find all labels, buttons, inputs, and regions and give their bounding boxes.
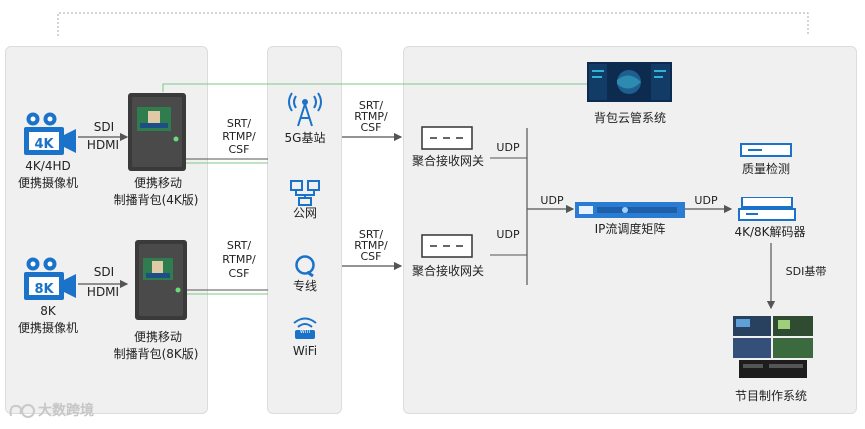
udp-label-gateway-top: UDP [496, 141, 520, 154]
backpack-8k-label-2: 制播背包(8K版) [113, 347, 199, 361]
network-public-label: 公网 [292, 206, 317, 220]
protocol-label-bottom-2: RTMP/ [222, 253, 256, 266]
protocol-label-bottom-3: CSF [228, 267, 250, 280]
backpack-8k-label-1: 便携移动 [133, 330, 182, 344]
wifi-icon [293, 317, 317, 339]
camera-8k-label-1: 8K [40, 304, 56, 318]
sdi-baseband-label: SDI基带 [785, 265, 827, 278]
backpack-4k-label-2: 制播背包(4K版) [113, 193, 199, 207]
camera-8k-iface-hdmi: HDMI [86, 285, 120, 299]
protocol-label-bottom-1: SRT/ [226, 239, 252, 252]
protocol-label-right-top-3: CSF [360, 121, 382, 134]
protocol-label-right-top-1: SRT/ [358, 99, 384, 112]
camera-8k-badge: 8K [34, 282, 54, 297]
camera-4k-iface-sdi: SDI [93, 120, 115, 134]
udp-label-matrix-out: UDP [694, 194, 718, 207]
gateway-top-device [421, 126, 473, 150]
udp-label-gateway-bottom: UDP [496, 228, 520, 241]
camera-8k-icon [24, 257, 76, 300]
cell-tower-icon [288, 92, 322, 127]
production-system-monitors [733, 316, 813, 378]
quality-check-label: 质量检测 [741, 162, 790, 176]
protocol-label-right-top-2: RTMP/ [354, 110, 388, 123]
ip-matrix-label: IP流调度矩阵 [594, 222, 666, 236]
wifi-badge-text: wifi [299, 328, 311, 335]
watermark-logo-icon [9, 404, 35, 418]
camera-4k-label-2: 便携摄像机 [17, 176, 78, 190]
private-line-icon [295, 255, 315, 278]
protocol-label-top-2: RTMP/ [222, 130, 256, 143]
protocol-label-right-bottom-3: CSF [360, 250, 382, 263]
network-5g-label: 5G基站 [284, 131, 326, 145]
camera-8k-iface-sdi: SDI [93, 265, 115, 279]
network-private-label: 专线 [292, 279, 317, 293]
ip-matrix-device [575, 202, 685, 218]
watermark-text: 大数跨境 [38, 403, 94, 419]
protocol-label-top-3: CSF [228, 143, 250, 156]
protocol-label-right-bottom-2: RTMP/ [354, 239, 388, 252]
backpack-4k-device [128, 93, 186, 171]
decoder-label: 4K/8K解码器 [734, 225, 806, 239]
camera-4k-iface-hdmi: HDMI [86, 138, 120, 152]
protocol-label-right-bottom-1: SRT/ [358, 228, 384, 241]
camera-8k-label-2: 便携摄像机 [17, 321, 78, 335]
udp-label-matrix-in: UDP [540, 194, 564, 207]
backpack-8k-device [135, 240, 187, 320]
camera-4k-icon [24, 112, 76, 155]
public-network-icon [290, 180, 320, 206]
camera-4k-label-1: 4K/4HD [25, 159, 71, 173]
decoder-device [738, 197, 796, 221]
backpack-4k-label-1: 便携移动 [133, 176, 182, 190]
cloud-system-screen [587, 62, 672, 102]
camera-4k-badge: 4K [34, 137, 54, 152]
gateway-top-label: 聚合接收网关 [411, 154, 484, 168]
network-wifi-label: WiFi [292, 344, 318, 358]
quality-check-device [740, 143, 792, 157]
production-system-label: 节目制作系统 [734, 389, 807, 403]
gateway-bottom-device [421, 234, 473, 258]
gateway-bottom-label: 聚合接收网关 [411, 264, 484, 278]
cloud-system-label: 背包云管系统 [593, 111, 666, 125]
protocol-label-top-1: SRT/ [226, 117, 252, 130]
